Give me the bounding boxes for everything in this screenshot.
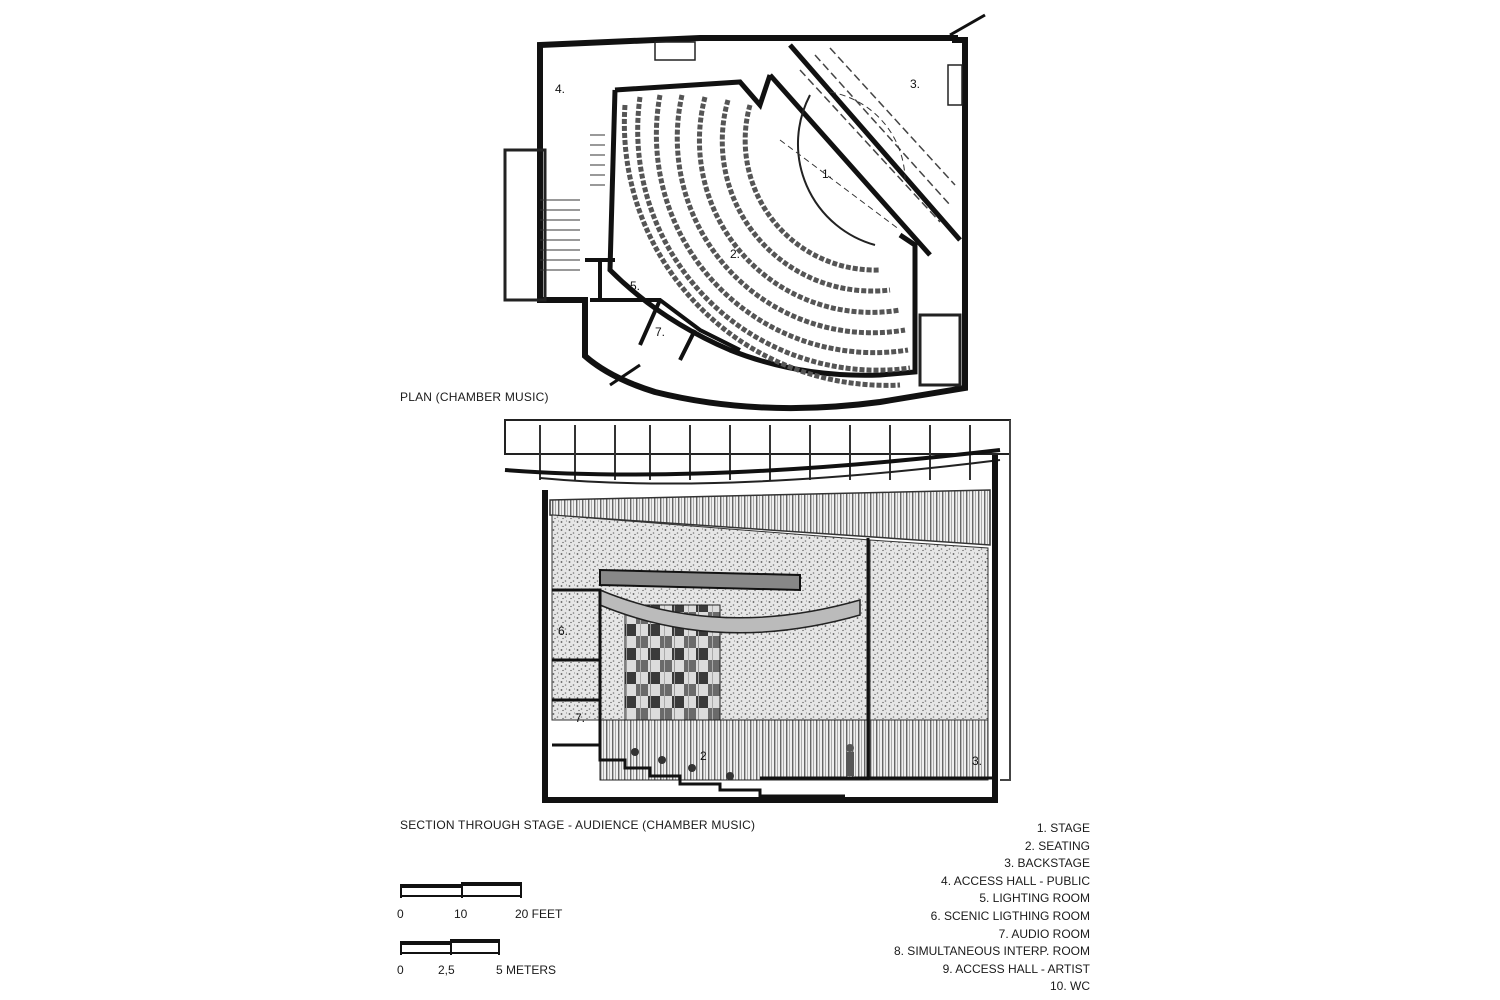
scale-bar-meters: [400, 939, 500, 955]
section-performer-figure: [846, 744, 854, 776]
plan-stage-dashed: [829, 91, 906, 181]
legend-item: 8. SIMULTANEOUS INTERP. ROOM: [893, 944, 1090, 959]
plan-seating-rows: [621, 94, 911, 388]
legend-item: 7. AUDIO ROOM: [998, 926, 1090, 941]
legend-item: 2. SEATING: [1024, 838, 1090, 853]
section-tech-rooms: [552, 588, 602, 747]
section-backstage-striped: [869, 719, 989, 781]
plan-outer-wall: [537, 35, 968, 412]
scale-feet-tick-20: 20 FEET: [515, 907, 563, 921]
section-seat-figures: [631, 748, 734, 780]
section-label-backstage: 3.: [972, 754, 982, 768]
plan-label-access-hall: 4.: [555, 82, 565, 96]
legend-item: 1. STAGE: [1036, 821, 1090, 835]
scale-meters-tick-5: 5 METERS: [496, 963, 557, 977]
section-lower-striped-panel: [599, 719, 871, 781]
section-outer-shell: [542, 455, 998, 803]
plan-right-room: [918, 313, 962, 387]
legend-item: 6. SCENIC LIGTHING ROOM: [930, 908, 1090, 923]
scale-feet-tick-10: 10: [454, 907, 468, 921]
legend-item: 9. ACCESS HALL - ARTIST: [942, 961, 1090, 976]
section-room-labels: 2 3. 6. 7.: [558, 624, 982, 768]
section-caption: SECTION THROUGH STAGE - AUDIENCE (CHAMBE…: [400, 818, 756, 832]
plan-caption: PLAN (CHAMBER MUSIC): [400, 390, 549, 404]
section-label-scenic-lighting: 6.: [558, 624, 568, 638]
plan-door-top: [654, 41, 696, 61]
section-label-seating: 2: [700, 749, 707, 763]
legend-item: 4. ACCESS HALL - PUBLIC: [941, 873, 1090, 888]
plan-door-right: [947, 64, 963, 106]
section-roof-truss: [504, 419, 1011, 455]
section-label-audio: 7.: [575, 711, 585, 725]
section-acoustic-ceiling: [549, 489, 991, 546]
plan-backstage-wall: [768, 43, 962, 257]
scale-feet-tick-0: 0: [397, 907, 404, 921]
plan-stage-axis: [779, 139, 901, 231]
plan-cut-marker-top: [949, 13, 986, 37]
plan-stage-edge: [796, 94, 876, 246]
scale-meters-tick-2-5: 2,5: [438, 963, 455, 977]
scale-bar-feet: [400, 882, 522, 898]
plan-drawing: [503, 13, 986, 412]
legend-item: 5. LIGHTING ROOM: [979, 891, 1090, 906]
plan-auditorium-wall: [607, 74, 918, 378]
legend-item: 10. WC: [1049, 979, 1090, 994]
plan-label-stage: 1.: [822, 167, 832, 181]
legend-item: 3. BACKSTAGE: [1004, 856, 1090, 871]
scale-meters-tick-0: 0: [397, 963, 404, 977]
plan-cut-marker-bottom: [609, 363, 641, 387]
plan-label-lighting-room: 5.: [630, 279, 640, 293]
section-ceiling-curve-inner: [539, 459, 1001, 485]
section-suspended-canopy: [599, 588, 861, 634]
plan-stair-treads: [540, 134, 605, 271]
section-right-fragment: [1000, 420, 1011, 781]
plan-label-backstage: 3.: [910, 77, 920, 91]
plan-label-seating: 2.: [730, 247, 740, 261]
section-raked-seating: [598, 745, 845, 798]
plan-room-labels: 1. 2. 3. 4. 5. 7.: [555, 77, 920, 339]
section-drawing: [504, 419, 1011, 803]
plan-service-rooms: [585, 258, 741, 361]
section-lighting-bridge: [599, 568, 801, 592]
plan-stair-block: [503, 148, 547, 302]
legend: 1. STAGE 2. SEATING 3. BACKSTAGE 4. ACCE…: [894, 820, 1090, 996]
section-ceiling-curve: [504, 448, 1001, 477]
plan-label-audio-room: 7.: [655, 325, 665, 339]
plan-backstage-rails: [799, 47, 956, 223]
